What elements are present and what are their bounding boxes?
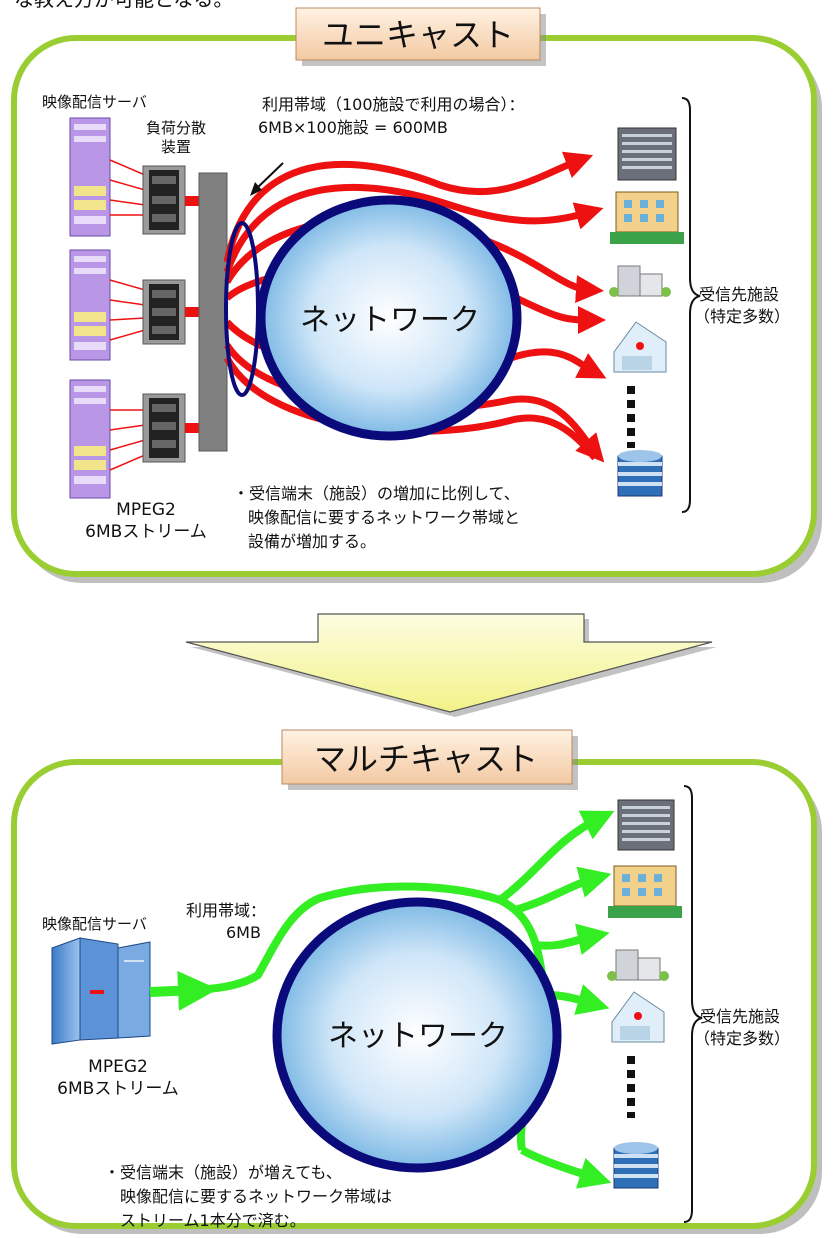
unicast-network-cloud [256,195,522,441]
transition-arrow [185,613,717,717]
load-balancer-label-1: 負荷分散 [146,119,206,137]
unicast-stream-label-1: MPEG2 [116,500,176,520]
load-balancer-icon [142,393,186,463]
multicast-title: マルチキャスト [314,740,538,778]
unicast-note-line3: 設備が増加する。 [248,532,376,551]
port-highlight-ring [224,221,260,397]
multicast-stream-label-1: MPEG2 [88,1057,148,1077]
multicast-stream-label-2: 6MBストリーム [57,1079,179,1099]
multicast-bandwidth-line2: 6MB [226,923,261,942]
ellipsis-dots [627,1056,635,1118]
ellipsis-dots [627,386,635,448]
unicast-receiver-label-1: 受信先施設 [699,285,779,304]
unicast-bandwidth-line1: 利用帯域（100施設で利用の場合）： [262,95,525,114]
server-rack-icon [69,117,111,237]
tower-building-icon [613,1142,659,1189]
multicast-receiver-label-2: （特定多数） [694,1029,790,1048]
multicast-title-box [281,729,573,785]
unicast-server-label: 映像配信サーバ [42,93,147,111]
top-partial-text: な教え方が可能となる。 [14,0,233,11]
multicast-network-label: ネットワーク [328,1019,508,1054]
unicast-network-label: ネットワーク [300,303,480,338]
rack-connection-lines [109,159,146,471]
multicast-note-line1: ・受信端末（施設）が増えても、 [104,1163,342,1182]
small-building-icon [609,265,671,297]
server-to-network-arrow [149,970,218,1011]
unicast-bandwidth-line2: 6MB×100施設 = 600MB [258,118,448,137]
tower-building-icon [617,450,663,497]
multicast-server-label: 映像配信サーバ [42,915,147,933]
multicast-network-cloud [272,897,562,1173]
unicast-panel: ユニキャスト 映像配信サーバ [11,7,822,583]
small-building-icon [607,949,669,981]
load-balancer-icon [142,165,186,235]
server-cluster-icon [51,937,151,1045]
unicast-note-line2: 映像配信に要するネットワーク帯域と [248,508,520,527]
multicast-receiver-label-1: 受信先施設 [700,1007,780,1026]
server-rack-icon [69,379,111,499]
unicast-stream-label-2: 6MBストリーム [85,522,207,542]
office-building-icon [617,127,677,181]
apartment-building-icon [610,191,684,244]
switch-bar [198,172,228,452]
apartment-building-icon [608,865,682,918]
receiver-brace [681,97,701,513]
unicast-receiver-label-2: （特定多数） [694,307,790,326]
unicast-title: ユニキャスト [322,16,514,54]
server-rack-icon [69,249,111,361]
receiver-brace [683,785,703,1223]
pointer-arrow [250,162,284,196]
hospital-building-icon [613,321,667,373]
multicast-note-line3: ストリーム1本分で済む。 [120,1211,306,1230]
load-balancer-icon [142,279,186,345]
office-building-icon [617,799,675,851]
unicast-title-box [295,7,541,61]
multicast-panel: マルチキャスト 映像配信サーバ MPEG2 6MBストリーム ネットワーク 利用… [11,729,822,1234]
hospital-building-icon [611,991,665,1043]
unicast-note-line1: ・受信端末（施設）の増加に比例して、 [233,484,520,503]
multicast-bandwidth-line1: 利用帯域： [186,901,266,920]
load-balancer-label-2: 装置 [161,138,191,156]
multicast-note-line2: 映像配信に要するネットワーク帯域は [120,1187,392,1206]
